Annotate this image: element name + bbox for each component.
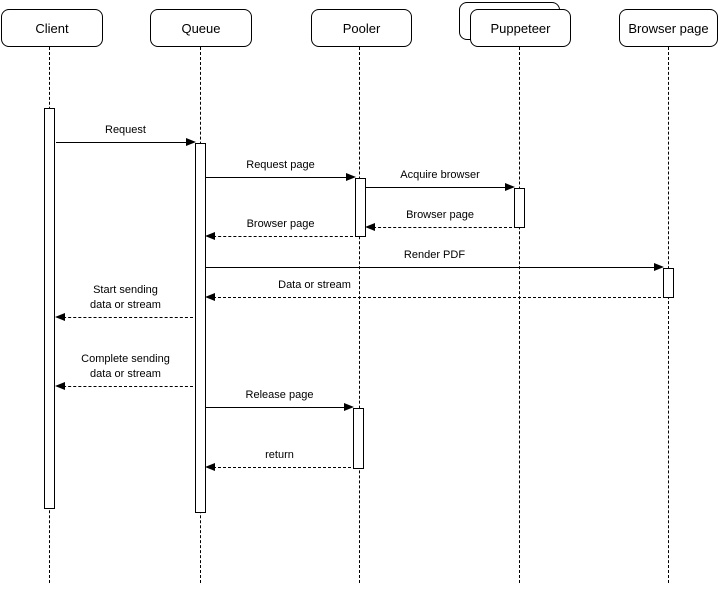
message-render-pdf-label: Render PDF	[403, 249, 466, 262]
activation-pooler-1	[355, 178, 366, 237]
actor-puppeteer: Puppeteer	[470, 9, 571, 47]
message-request-page-label: Request page	[246, 159, 315, 172]
message-start-sending-label: Start sending data or stream	[90, 284, 161, 312]
message-line	[208, 297, 661, 298]
message-line	[206, 177, 353, 178]
message-request-label: Request	[105, 124, 146, 137]
activation-queue	[195, 143, 206, 513]
arrowhead-left-icon	[55, 382, 65, 390]
actor-label-browser-page: Browser page	[628, 20, 709, 36]
activation-puppeteer	[514, 188, 525, 228]
actor-client: Client	[1, 9, 103, 47]
message-line	[206, 267, 661, 268]
message-acquire-browser-label: Acquire browser	[400, 169, 480, 182]
message-browser-page-label: Browser page	[406, 209, 474, 222]
arrowhead-left-icon	[365, 223, 375, 231]
message-return-label: return	[265, 449, 294, 462]
message-complete-sending-label: Complete sending data or stream	[81, 353, 170, 381]
arrowhead-right-icon	[344, 403, 354, 411]
message-browser-page-label: Browser page	[246, 218, 315, 231]
message-line	[368, 227, 512, 228]
message-release-page-label: Release page	[245, 389, 314, 402]
activation-pooler-2	[353, 408, 364, 469]
activation-browser-page	[663, 268, 674, 298]
message-line	[58, 386, 193, 387]
actor-pooler: Pooler	[311, 9, 412, 47]
arrowhead-right-icon	[186, 138, 196, 146]
message-data-or-stream-label: Data or stream	[278, 279, 351, 292]
actor-label-pooler: Pooler	[342, 20, 381, 36]
arrowhead-right-icon	[346, 173, 356, 181]
lifeline-pooler	[359, 47, 360, 583]
lifeline-puppeteer	[519, 47, 520, 583]
arrowhead-left-icon	[205, 463, 215, 471]
lifeline-browser-page	[668, 47, 669, 583]
actor-label-client: Client	[35, 20, 69, 36]
message-line	[366, 187, 512, 188]
arrowhead-left-icon	[55, 313, 65, 321]
arrowhead-right-icon	[654, 263, 664, 271]
message-line	[208, 467, 351, 468]
message-line	[56, 142, 193, 143]
actor-browser-page: Browser page	[619, 9, 718, 47]
activation-client	[44, 108, 55, 509]
arrowhead-left-icon	[205, 232, 215, 240]
message-line	[206, 407, 351, 408]
actor-queue: Queue	[150, 9, 252, 47]
message-line	[208, 236, 353, 237]
actor-label-queue: Queue	[181, 20, 221, 36]
arrowhead-left-icon	[205, 293, 215, 301]
arrowhead-right-icon	[505, 183, 515, 191]
message-line	[58, 317, 193, 318]
actor-label-puppeteer: Puppeteer	[490, 20, 551, 36]
